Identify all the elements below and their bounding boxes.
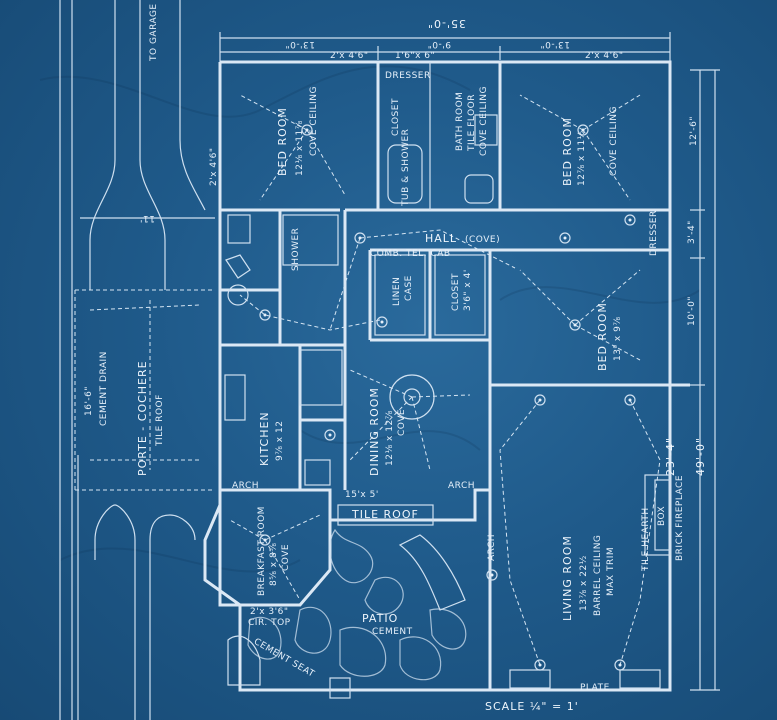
breakfast-bay — [203, 504, 332, 607]
bath-name: BATH ROOM — [455, 92, 465, 151]
living-note1: BARREL CEILING — [593, 535, 603, 616]
hall-note: (COVE) — [465, 235, 500, 245]
lower-total-dim: 23'-4" — [664, 437, 677, 476]
arch-label-2: ARCH — [448, 481, 475, 491]
closet-note: 3'6" x 4' — [463, 269, 473, 311]
bed-right-note: COVE CEILING — [609, 106, 619, 176]
shower-label: SHOWER — [291, 228, 301, 271]
bed-left-note: COVE CEILING — [309, 86, 319, 156]
porte-note: TILE ROOF — [155, 394, 165, 447]
overall-width-dim: 35'-0" — [427, 17, 466, 30]
window-label-2: 1'6"x 6" — [395, 51, 435, 61]
breakfast-note: COVE — [281, 544, 291, 571]
to-garage-label: TO GARAGE — [149, 3, 159, 62]
circ-top-label: CIR. TOP — [248, 618, 291, 628]
kitchen-size: 9⅞ x 12 — [275, 421, 285, 461]
interior-walls — [220, 62, 670, 690]
living-note2: MAX TRIM — [606, 547, 616, 596]
linen-name: LINEN — [392, 277, 402, 306]
right-upper-dim: 12'-6" — [689, 116, 699, 146]
exterior-walls — [218, 60, 690, 692]
window-label-6: 2'x 3'6" — [250, 607, 288, 617]
arch-label-3: ARCH — [487, 534, 497, 561]
living-name: LIVING ROOM — [561, 535, 574, 621]
plate-label: PLATE — [580, 683, 610, 693]
window-label-5: 15'x 5' — [345, 490, 379, 500]
box-label: BOX — [657, 506, 667, 526]
paper-texture — [39, 65, 701, 573]
dresser-top-label: DRESSER — [385, 71, 431, 81]
right-lower-dim: 10'-0" — [687, 296, 697, 326]
arch-label-1: ARCH — [232, 481, 259, 491]
bed-left-size: 12⅛ x 11⅞ — [295, 120, 305, 176]
fixtures — [224, 114, 671, 699]
dimension-lines — [80, 32, 720, 691]
bed-mid-name: BED ROOM — [596, 302, 609, 371]
left-width-dim: 13'-0" — [285, 39, 315, 49]
right-mid-dim: 3'-4" — [687, 220, 697, 244]
cement-drain-label: CEMENT DRAIN — [99, 351, 109, 426]
dining-size: 12⅛ x 12⅞ — [385, 410, 395, 466]
porte-name: PORTE - COCHERE — [136, 360, 149, 476]
bed-mid-size: 13⁰ x 9⅞ — [613, 316, 623, 361]
bath-note1: TILE FLOOR — [467, 94, 477, 152]
window-label-3: 2'x 4'6" — [585, 51, 623, 61]
comb-label: COMB. TEL. CAB — [370, 249, 451, 259]
closet-top-label: CLOSET — [391, 98, 401, 136]
window-label-1: 2'x 4'6" — [330, 51, 368, 61]
electrical-layout — [89, 94, 661, 666]
breakfast-size: 8⅝ x 8⅝ — [269, 543, 279, 586]
bed-left-name: BED ROOM — [276, 107, 289, 176]
porte-depth-dim: 11' — [140, 213, 155, 223]
dining-name: DINING ROOM — [368, 387, 381, 476]
closet-name: CLOSET — [451, 273, 461, 311]
dining-note: COVE — [397, 409, 407, 436]
tile-roof-label: TILE ROOF — [351, 508, 419, 521]
kitchen-name: KITCHEN — [258, 411, 271, 466]
tile-hearth-label: TILE HEARTH — [641, 507, 651, 572]
breakfast-name: BREAKFAST ROOM — [257, 506, 267, 596]
porte-width-dim: 16'-6" — [84, 386, 94, 416]
bed-right-size: 12⅞ x 11½ — [577, 130, 587, 186]
light-fixture-symbols — [259, 124, 636, 671]
tub-label: TUB & SHOWER — [401, 129, 411, 207]
middle-width-dim: 9'-0" — [427, 39, 451, 49]
scale-label: SCALE ¼" = 1' — [485, 700, 579, 713]
driveway — [59, 0, 206, 720]
brick-fireplace-label: BRICK FIREPLACE — [675, 475, 685, 561]
patio-flagstones — [247, 528, 467, 681]
dresser-right-label: DRESSER — [649, 210, 659, 256]
hall-name: HALL — [425, 232, 457, 245]
bed-right-name: BED ROOM — [561, 117, 574, 186]
window-label-4: 2'x 4'6" — [209, 148, 219, 186]
linen-note: CASE — [404, 275, 414, 301]
bath-note2: COVE CEILING — [479, 86, 489, 156]
right-width-dim: 13'-0" — [540, 39, 570, 49]
living-size: 13⅞ x 22½ — [579, 555, 589, 611]
porte-cochere-outline — [74, 289, 215, 491]
patio-name: PATIO — [362, 612, 398, 625]
overall-depth-dim: 49'-0" — [694, 437, 707, 476]
patio-note: CEMENT — [372, 627, 413, 637]
